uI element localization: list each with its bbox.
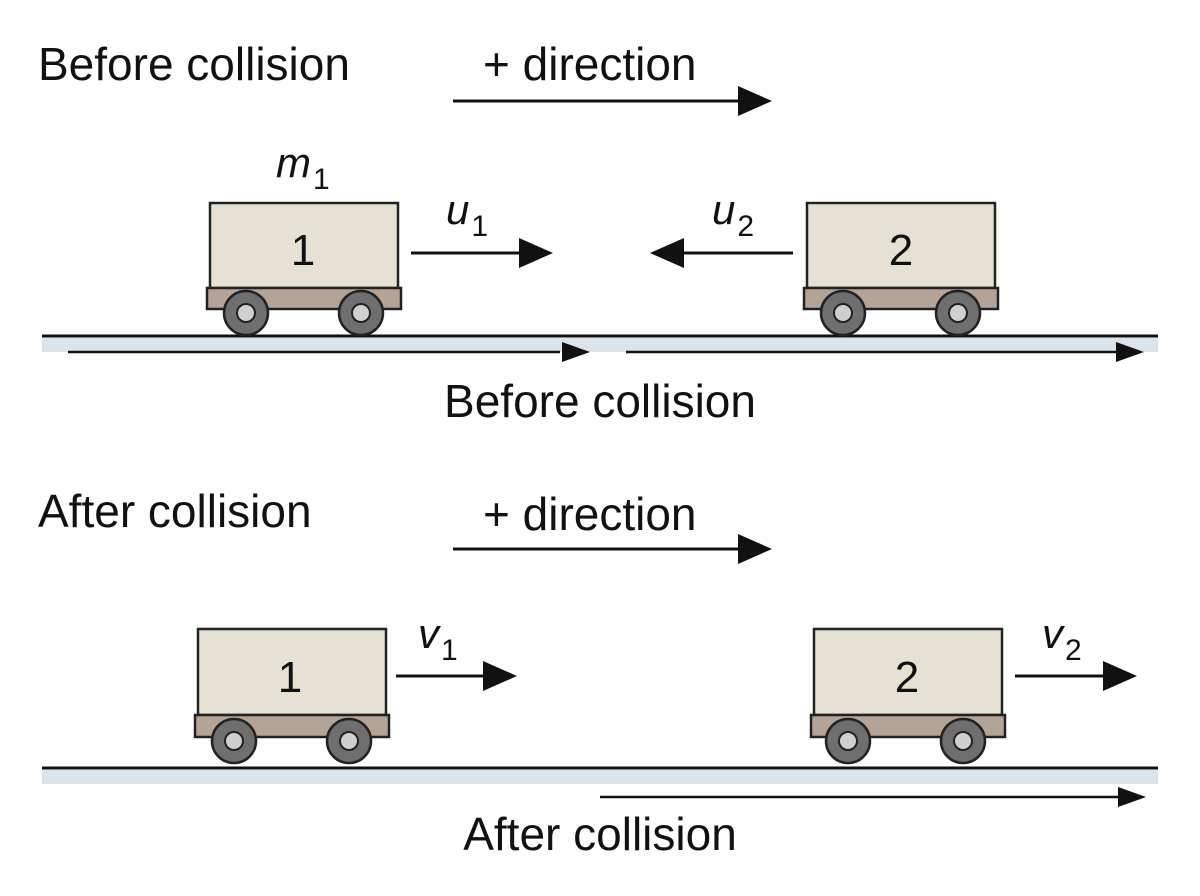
after-track [42, 766, 1158, 807]
after-caption: After collision [463, 808, 737, 860]
u2-label: u2 [712, 186, 754, 243]
v1-velocity-arrow [396, 661, 517, 691]
v1-label: v1 [418, 610, 458, 667]
v2-label: v2 [1042, 610, 1082, 667]
cart-1-number: 1 [278, 653, 302, 702]
after-direction-label: + direction [483, 488, 697, 540]
before-caption: Before collision [444, 375, 756, 427]
cart-1-number: 1 [291, 226, 315, 275]
mass-label-m1: m1 [276, 139, 330, 196]
u1-velocity-arrow [411, 238, 553, 268]
after-cart-2: 2 [809, 627, 1007, 765]
cart-2-number: 2 [889, 226, 913, 275]
before-direction-label: + direction [483, 38, 697, 90]
v2-velocity-arrow [1015, 661, 1137, 691]
before-section: Before collision + direction m1 1 [38, 38, 1158, 427]
u2-velocity-arrow [650, 238, 793, 268]
cart-2-number: 2 [895, 653, 919, 702]
after-section: After collision + direction 1 [38, 485, 1158, 860]
after-heading: After collision [38, 485, 312, 537]
u1-label: u1 [446, 186, 488, 243]
before-heading: Before collision [38, 38, 350, 90]
after-direction-arrow [453, 534, 772, 564]
before-cart-1: 1 [205, 201, 403, 337]
before-cart-2: 2 [802, 201, 1000, 337]
before-track [42, 334, 1158, 362]
before-direction-arrow [453, 86, 772, 116]
after-cart-1: 1 [193, 627, 391, 765]
